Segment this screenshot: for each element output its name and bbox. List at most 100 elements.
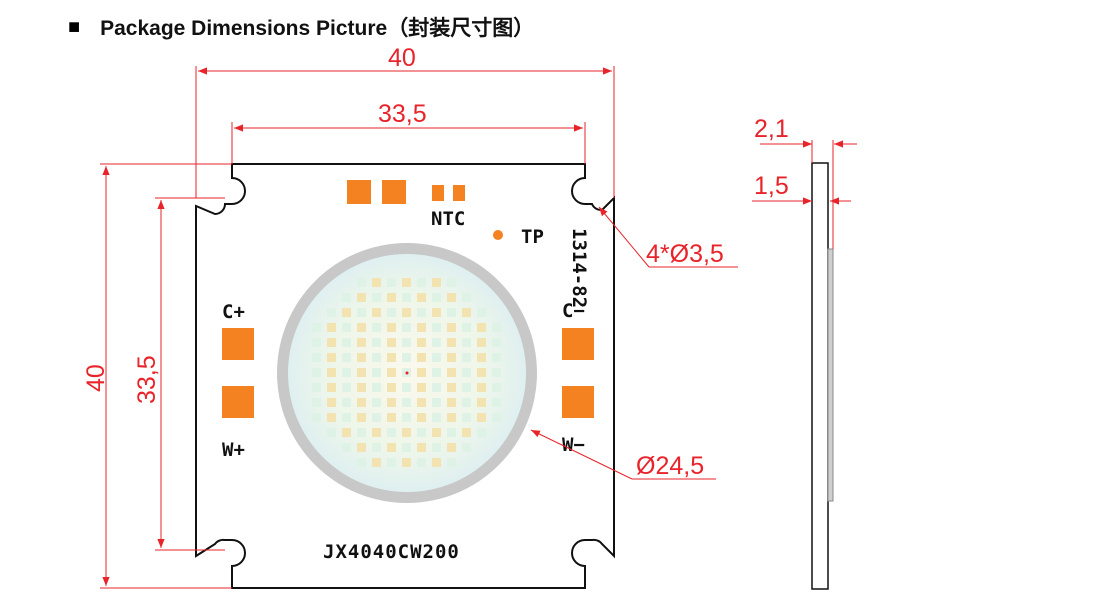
led-chip bbox=[417, 278, 426, 287]
pad-span-height-value: 33,5 bbox=[133, 355, 161, 404]
led-chip bbox=[477, 368, 486, 377]
led-chip bbox=[372, 293, 381, 302]
heading-title: Package Dimensions Picture（封装尺寸图） bbox=[100, 17, 535, 40]
led-chip bbox=[357, 383, 366, 392]
heading-square-icon: ■ bbox=[68, 15, 81, 38]
w-minus-label: W− bbox=[562, 434, 585, 456]
led-chip bbox=[357, 278, 366, 287]
led-chip bbox=[372, 428, 381, 437]
led-chip bbox=[387, 458, 396, 467]
side-view: 2,1 1,5 bbox=[752, 115, 857, 590]
led-chip bbox=[492, 413, 501, 422]
led-chip bbox=[342, 413, 351, 422]
led-chip bbox=[402, 443, 411, 452]
led-chip bbox=[417, 368, 426, 377]
led-chip bbox=[417, 383, 426, 392]
led-chip bbox=[327, 308, 336, 317]
led-chip bbox=[447, 413, 456, 422]
led-chip bbox=[402, 413, 411, 422]
led-chip bbox=[462, 353, 471, 362]
led-chip bbox=[432, 428, 441, 437]
led-chip bbox=[387, 278, 396, 287]
led-chip bbox=[342, 323, 351, 332]
led-chip bbox=[312, 338, 321, 347]
led-chip bbox=[462, 323, 471, 332]
led-chip bbox=[357, 308, 366, 317]
led-chip bbox=[342, 443, 351, 452]
led-chip bbox=[462, 368, 471, 377]
dim-overall-width: 40 bbox=[195, 44, 615, 198]
led-chip bbox=[417, 338, 426, 347]
led-chip bbox=[387, 398, 396, 407]
dim-pad-span-height: 33,5 bbox=[133, 197, 225, 551]
dim-led-diameter: Ø24,5 bbox=[530, 429, 716, 480]
c-minus-label: C− bbox=[562, 300, 585, 322]
led-chip bbox=[357, 413, 366, 422]
w-plus-label: W+ bbox=[222, 439, 245, 461]
dim-pad-span-width: 33,5 bbox=[231, 100, 586, 164]
led-chip bbox=[372, 308, 381, 317]
led-chip bbox=[477, 413, 486, 422]
led-chip bbox=[327, 398, 336, 407]
led-chip bbox=[462, 338, 471, 347]
led-chip bbox=[372, 398, 381, 407]
led-chip bbox=[492, 353, 501, 362]
led-chip bbox=[342, 428, 351, 437]
led-chip bbox=[387, 443, 396, 452]
led-chip bbox=[342, 308, 351, 317]
thickness-total-value: 2,1 bbox=[754, 115, 789, 143]
thickness-base-value: 1,5 bbox=[754, 172, 789, 200]
led-chip bbox=[387, 428, 396, 437]
led-chip bbox=[387, 383, 396, 392]
led-chip bbox=[387, 368, 396, 377]
led-chip bbox=[447, 368, 456, 377]
led-chip bbox=[312, 353, 321, 362]
tp-dot-icon bbox=[493, 230, 503, 240]
led-chip bbox=[432, 443, 441, 452]
pad-span-width-value: 33,5 bbox=[378, 100, 427, 128]
led-chip bbox=[432, 458, 441, 467]
led-chip bbox=[402, 458, 411, 467]
pad-top-1 bbox=[347, 180, 371, 204]
led-chip bbox=[357, 458, 366, 467]
led-chip bbox=[327, 338, 336, 347]
led-chip bbox=[372, 353, 381, 362]
led-chip bbox=[387, 413, 396, 422]
led-chip bbox=[477, 353, 486, 362]
pad-c-minus bbox=[562, 328, 594, 360]
led-chip bbox=[477, 398, 486, 407]
led-chip bbox=[342, 383, 351, 392]
led-chip bbox=[462, 413, 471, 422]
led-chip bbox=[357, 368, 366, 377]
tp-label: TP bbox=[521, 226, 544, 248]
led-chip bbox=[402, 383, 411, 392]
pad-c-plus bbox=[222, 328, 254, 360]
led-chip bbox=[417, 428, 426, 437]
led-chip bbox=[432, 308, 441, 317]
led-chip bbox=[447, 458, 456, 467]
led-chip bbox=[447, 293, 456, 302]
led-chip bbox=[417, 323, 426, 332]
led-chip bbox=[387, 338, 396, 347]
led-chip bbox=[492, 323, 501, 332]
led-chip bbox=[357, 428, 366, 437]
led-chip bbox=[432, 398, 441, 407]
pad-w-minus bbox=[562, 386, 594, 418]
led-chip bbox=[342, 398, 351, 407]
led-chip bbox=[417, 413, 426, 422]
led-chip bbox=[477, 383, 486, 392]
led-chip bbox=[432, 323, 441, 332]
led-chip bbox=[492, 338, 501, 347]
led-chip bbox=[417, 293, 426, 302]
led-chip bbox=[462, 308, 471, 317]
led-chip bbox=[447, 338, 456, 347]
led-chip bbox=[417, 398, 426, 407]
side-view-base bbox=[811, 162, 829, 590]
center-mark-icon bbox=[405, 371, 409, 375]
led-chip bbox=[417, 353, 426, 362]
led-chip bbox=[357, 398, 366, 407]
led-chip bbox=[402, 398, 411, 407]
led-chip bbox=[387, 353, 396, 362]
led-chip bbox=[432, 293, 441, 302]
